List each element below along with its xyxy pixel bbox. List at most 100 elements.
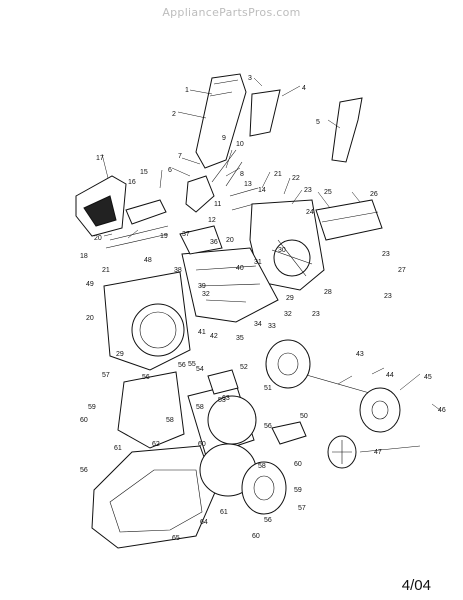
callout-label: 14 [258,187,266,194]
chute-flap [331,97,363,163]
wheel-hub [327,435,357,469]
callout-label: 60 [252,533,260,540]
callout-label: 50 [300,413,308,420]
chute-rods [211,149,259,211]
page-date: 4/04 [401,577,431,594]
callout-label: 12 [208,217,216,224]
callout-label: 49 [86,281,94,288]
callout-label: 56 [264,517,272,524]
callout-label: 3 [248,75,252,82]
callout-label: 34 [254,321,262,328]
callout-label: 23 [382,251,390,258]
callout-label: 29 [286,295,294,302]
callout-label: 31 [254,259,262,266]
callout-label: 22 [292,175,300,182]
callout-label: 6 [168,167,172,174]
callout-label: 29 [116,351,124,358]
callout-label: 60 [80,417,88,424]
side-cover-left [75,175,169,249]
callout-label: 23 [312,311,320,318]
callout-label: 65 [172,535,180,542]
callout-label: 57 [298,505,306,512]
callout-label: 57 [102,372,110,379]
fan-housing-cover [199,443,287,515]
callout-label: 54 [196,366,204,373]
callout-label: 20 [86,315,94,322]
chute-deflector [249,89,281,137]
callout-label: 40 [236,265,244,272]
motor-bracket [249,199,325,291]
callout-label: 56 [264,423,272,430]
wheel-left [265,339,311,389]
callout-label: 21 [102,267,110,274]
control-box [315,199,383,241]
callout-label: 17 [96,155,104,162]
callout-label: 58 [166,417,174,424]
callout-label: 58 [196,404,204,411]
callout-label: 18 [80,253,88,260]
callout-label: 51 [264,385,272,392]
callout-label: 63 [222,395,230,402]
callout-label: 15 [140,169,148,176]
impeller-housing [103,271,191,371]
callout-label: 30 [278,247,286,254]
callout-label: 62 [152,441,160,448]
callout-label: 19 [160,233,168,240]
callout-label: 46 [438,407,446,414]
callout-label: 45 [424,374,432,381]
callout-label: 56 [80,467,88,474]
callout-label: 48 [144,257,152,264]
callout-label: 28 [324,289,332,296]
drive-assembly [179,225,279,323]
callout-label: 64 [200,519,208,526]
callout-label: 56 [142,374,150,381]
callout-label: 10 [236,141,244,148]
callout-label: 43 [356,351,364,358]
callout-label: 58 [258,463,266,470]
callout-label: 23 [304,187,312,194]
callout-label: 42 [210,333,218,340]
callout-label: 59 [294,487,302,494]
callout-label: 32 [202,291,210,298]
callout-label: 16 [128,179,136,186]
watermark: AppliancePartsPros.com [162,6,301,19]
callout-label: 55 [188,361,196,368]
debris-bag-frame [91,445,217,549]
callout-label: 21 [274,171,282,178]
callout-label: 47 [374,449,382,456]
wheel-right [359,387,401,433]
callout-label: 52 [240,364,248,371]
leader-lines [101,77,441,453]
callout-label: 53 [218,397,226,404]
callout-label: 56 [178,362,186,369]
callout-label: 11 [214,201,221,208]
callout-label: 9 [222,135,226,142]
callout-label: 33 [268,323,276,330]
callout-label: 59 [88,404,96,411]
callout-label: 13 [244,181,252,188]
callout-label: 4 [302,85,306,92]
callout-label: 2 [172,111,176,118]
callout-label: 23 [384,293,392,300]
callout-label: 20 [94,235,102,242]
callout-label: 60 [294,461,302,468]
discharge-chute [185,73,247,213]
callout-label: 5 [316,119,320,126]
callout-labels: 1 2 3 4 5 6 7 8 9 10 11 12 13 14 15 16 1… [80,75,446,542]
callout-label: 7 [178,153,182,160]
callout-label: 41 [198,329,206,336]
callout-label: 35 [236,335,244,342]
callout-label: 26 [370,191,378,198]
callout-label: 44 [386,372,394,379]
shield-plate [207,369,307,445]
callout-label: 1 [185,87,189,94]
callout-label: 39 [198,283,206,290]
blower-housing [117,371,257,457]
callout-label: 27 [398,267,406,274]
callout-label: 32 [284,311,292,318]
callout-label: 25 [324,189,332,196]
callout-label: 61 [114,445,122,452]
callout-label: 60 [198,441,206,448]
callout-label: 8 [240,171,244,178]
